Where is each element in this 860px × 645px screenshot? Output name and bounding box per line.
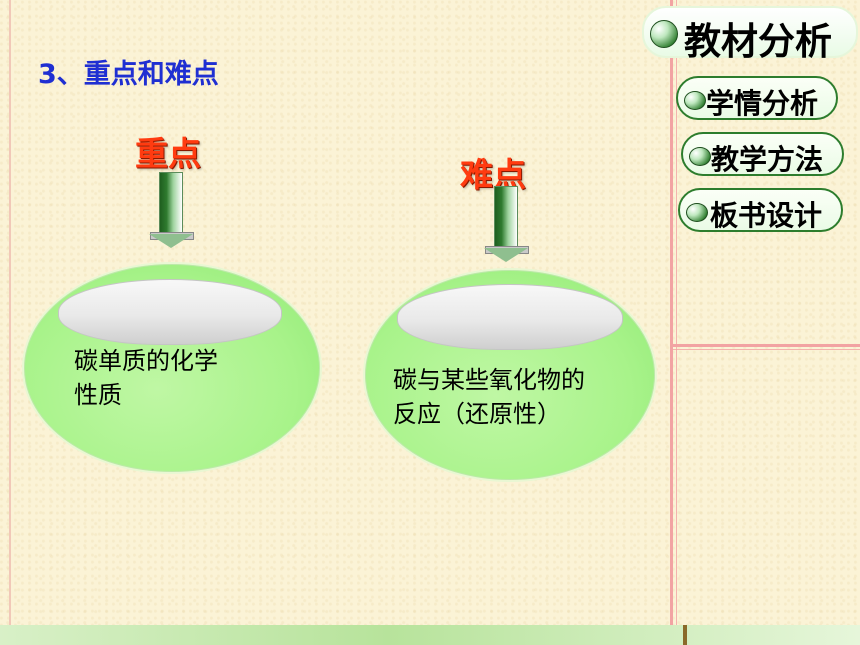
right-divider-inner — [676, 0, 677, 625]
key-point-bubble: 碳单质的化学 性质 — [22, 262, 322, 474]
leaf-bullet-icon — [650, 20, 678, 48]
difficulty-text-line-2: 反应（还原性） — [393, 400, 561, 428]
nav-item-teaching-method[interactable]: 教学方法 — [681, 132, 844, 176]
bubble-highlight — [397, 284, 623, 350]
right-divider-horizontal-inner — [670, 349, 860, 350]
nav-label: 教材分析 — [684, 20, 832, 63]
nav-item-student-analysis[interactable]: 学情分析 — [676, 76, 838, 120]
bubble-highlight — [58, 279, 282, 345]
nav-label: 学情分析 — [706, 87, 819, 120]
nav-label: 板书设计 — [710, 199, 823, 232]
leaf-bullet-icon — [684, 91, 706, 110]
nav-label: 教学方法 — [711, 143, 824, 176]
bottom-tick-mark — [683, 625, 687, 645]
leaf-bullet-icon — [689, 147, 711, 166]
key-point-label: 重点 — [135, 134, 201, 173]
key-point-text-line-2: 性质 — [74, 381, 122, 409]
arrow-head — [149, 234, 193, 248]
difficulty-arrow-icon — [484, 186, 529, 264]
key-point-arrow-icon — [149, 172, 194, 250]
arrow-shaft — [494, 186, 518, 250]
nav-item-board-design[interactable]: 板书设计 — [678, 188, 843, 232]
leaf-bullet-icon — [686, 203, 708, 222]
key-point-text-line-1: 碳单质的化学 — [74, 347, 218, 375]
left-border-line — [9, 0, 11, 625]
difficulty-text-line-1: 碳与某些氧化物的 — [393, 366, 585, 394]
right-nav-panel — [670, 0, 860, 625]
difficulty-bubble: 碳与某些氧化物的 反应（还原性） — [363, 268, 657, 482]
right-divider-horizontal — [670, 344, 860, 347]
slide-heading: 3、重点和难点 — [38, 59, 219, 90]
arrow-shaft — [159, 172, 183, 236]
arrow-head — [484, 248, 528, 262]
nav-item-textbook-analysis[interactable]: 教材分析 — [642, 6, 858, 63]
bottom-bar — [0, 625, 860, 645]
right-divider-left — [670, 0, 673, 625]
